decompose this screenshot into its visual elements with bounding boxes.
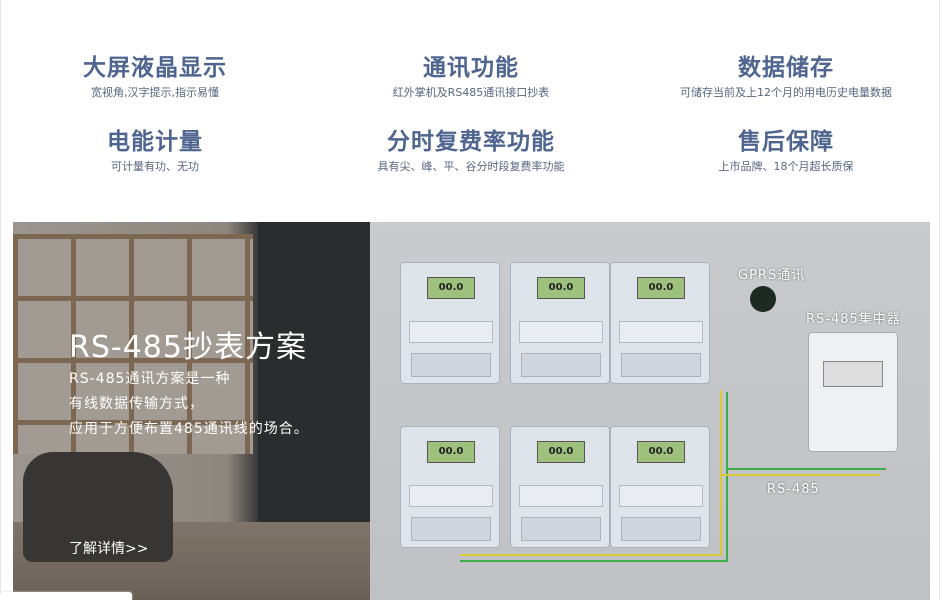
feature-metering: 电能计量可计量有功、无功 bbox=[5, 122, 305, 174]
meter-lcd: 00.0 bbox=[537, 441, 585, 463]
meter-label bbox=[619, 321, 703, 343]
meter-lcd: 00.0 bbox=[427, 441, 475, 463]
feature-title: 大屏液晶显示 bbox=[83, 55, 227, 81]
banner-description: RS-485通讯方案是一种 有线数据传输方式， 应用于方便布置485通讯线的场合… bbox=[69, 367, 309, 442]
electric-meter: 00.0 bbox=[610, 426, 710, 548]
feature-tariff: 分时复费率功能具有尖、峰、平、谷分时段复费率功能 bbox=[321, 122, 621, 174]
concentrator-device bbox=[808, 332, 898, 452]
bus-wire bbox=[726, 392, 728, 562]
meter-lcd: 00.0 bbox=[537, 277, 585, 299]
feature-title: 售后保障 bbox=[738, 129, 834, 155]
banner-title: RS-485抄表方案 bbox=[69, 330, 307, 365]
meter-label bbox=[409, 485, 493, 507]
feature-title: 电能计量 bbox=[107, 129, 203, 155]
gprs-antenna-icon bbox=[750, 286, 776, 312]
feature-title: 分时复费率功能 bbox=[387, 129, 555, 155]
meter-terminal bbox=[521, 517, 601, 541]
concentrator-label: RS-485集中器 bbox=[806, 312, 901, 327]
meter-label bbox=[409, 321, 493, 343]
photo-overlay bbox=[13, 222, 370, 600]
rs485-banner: RS-485抄表方案 RS-485通讯方案是一种 有线数据传输方式， 应用于方便… bbox=[13, 222, 930, 600]
bus-label: RS-485 bbox=[767, 482, 820, 497]
meter-terminal bbox=[521, 353, 601, 377]
desc-line: 应用于方便布置485通讯线的场合。 bbox=[69, 421, 309, 437]
meter-lcd: 00.0 bbox=[637, 441, 685, 463]
meter-terminal bbox=[621, 517, 701, 541]
meter-lcd: 00.0 bbox=[427, 277, 475, 299]
bottom-toolbar[interactable] bbox=[0, 592, 132, 600]
electric-meter: 00.0 bbox=[510, 262, 610, 384]
desc-line: 有线数据传输方式， bbox=[69, 396, 204, 412]
room-photo bbox=[13, 222, 370, 600]
armchair bbox=[23, 452, 173, 562]
electric-meter: 00.0 bbox=[510, 426, 610, 548]
feature-desc: 红外掌机及RS485通讯接口抄表 bbox=[392, 86, 550, 99]
bus-wire bbox=[720, 390, 722, 556]
feature-service: 售后保障上市品牌、18个月超长质保 bbox=[636, 122, 936, 174]
electric-meter: 00.0 bbox=[610, 262, 710, 384]
meter-terminal bbox=[621, 353, 701, 377]
diagram-wall: 00.0 00.0 00.0 00.0 00.0 00.0 GPRS通讯 RS-… bbox=[370, 222, 930, 600]
bookshelf-rows bbox=[13, 234, 253, 454]
feature-desc: 上市品牌、18个月超长质保 bbox=[718, 160, 854, 173]
feature-desc: 具有尖、峰、平、谷分时段复费率功能 bbox=[377, 160, 565, 173]
feature-comm: 通讯功能红外掌机及RS485通讯接口抄表 bbox=[321, 48, 621, 100]
feature-lcd: 大屏液晶显示宽视角,汉字提示,指示易懂 bbox=[5, 48, 305, 100]
feature-title: 数据储存 bbox=[738, 55, 834, 81]
concentrator-screen bbox=[823, 361, 883, 387]
meter-label bbox=[519, 485, 603, 507]
bus-wire bbox=[460, 560, 726, 562]
bus-wire bbox=[460, 554, 720, 556]
bus-wire bbox=[726, 468, 886, 470]
desc-line: RS-485通讯方案是一种 bbox=[69, 371, 231, 387]
meter-terminal bbox=[411, 517, 491, 541]
meter-label bbox=[619, 485, 703, 507]
electric-meter: 00.0 bbox=[400, 262, 500, 384]
feature-title: 通讯功能 bbox=[423, 55, 519, 81]
bus-wire bbox=[720, 474, 880, 476]
learn-more-link[interactable]: 了解详情>> bbox=[69, 541, 149, 557]
meter-lcd: 00.0 bbox=[637, 277, 685, 299]
feature-desc: 可计量有功、无功 bbox=[111, 160, 199, 173]
electric-meter: 00.0 bbox=[400, 426, 500, 548]
meter-terminal bbox=[411, 353, 491, 377]
gprs-label: GPRS通讯 bbox=[738, 268, 806, 283]
feature-desc: 可储存当前及上12个月的用电历史电量数据 bbox=[680, 86, 892, 99]
feature-storage: 数据储存可储存当前及上12个月的用电历史电量数据 bbox=[636, 48, 936, 100]
meter-label bbox=[519, 321, 603, 343]
feature-desc: 宽视角,汉字提示,指示易懂 bbox=[91, 86, 219, 99]
